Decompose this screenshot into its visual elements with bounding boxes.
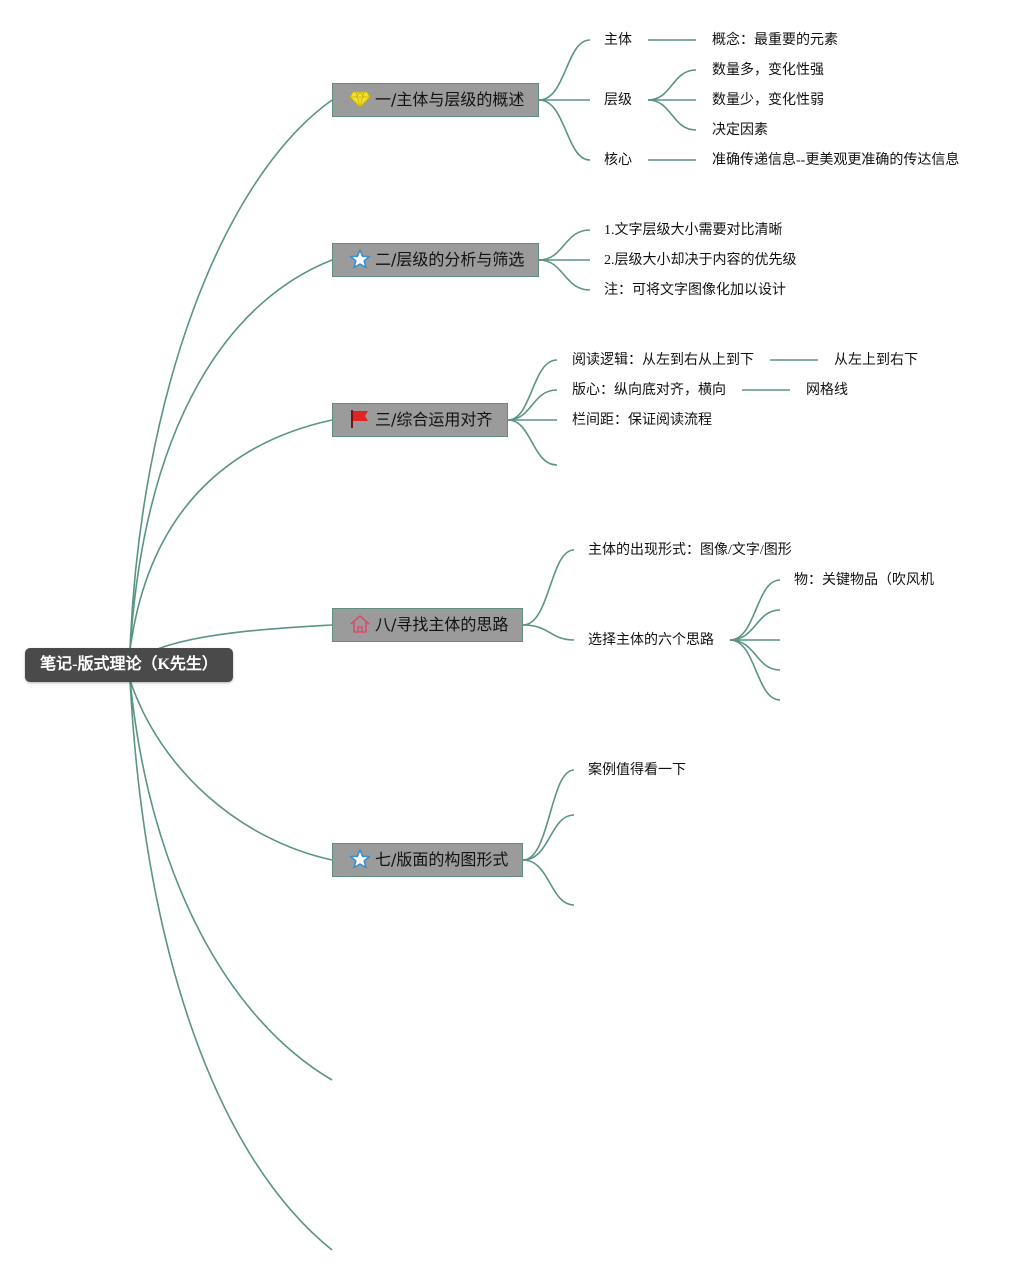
home-icon	[349, 614, 371, 634]
node-six-ideas[interactable]: 选择主体的六个思路	[588, 633, 714, 648]
diamond-icon	[349, 89, 371, 109]
star-icon	[349, 849, 371, 869]
node-gainian[interactable]: 概念：最重要的元素	[712, 33, 838, 48]
node-cengji[interactable]: 层级	[604, 93, 632, 108]
node-cengji-item[interactable]: 数量多，变化性强	[712, 63, 824, 78]
topic-find-subject[interactable]: 八/寻找主体的思路	[332, 608, 523, 642]
topic-overview[interactable]: 一/主体与层级的概述	[332, 83, 539, 117]
node-analysis-item[interactable]: 注：可将文字图像化加以设计	[604, 283, 786, 298]
root-connectors	[129, 99, 333, 1251]
node-lanjianju[interactable]: 栏间距：保证阅读流程	[572, 413, 712, 428]
node-analysis-item[interactable]: 1.文字层级大小需要对比清晰	[604, 223, 783, 238]
topic8-connectors	[522, 549, 781, 701]
topic-alignment[interactable]: 三/综合运用对齐	[332, 403, 508, 437]
topic-label: 三/综合运用对齐	[375, 410, 493, 429]
flag-icon	[349, 409, 371, 429]
topic-label: 二/层级的分析与筛选	[375, 250, 525, 269]
root-node[interactable]: 笔记-版式理论（K先生）	[25, 648, 233, 682]
topic-analysis[interactable]: 二/层级的分析与筛选	[332, 243, 539, 277]
topic7-connectors	[522, 769, 575, 906]
node-yuedu[interactable]: 阅读逻辑：从左到右从上到下	[572, 353, 754, 368]
topic-label: 七/版面的构图形式	[375, 850, 509, 869]
topic1-connectors	[538, 39, 697, 161]
node-case[interactable]: 案例值得看一下	[588, 763, 686, 778]
topic3-connectors	[507, 359, 818, 466]
node-wu[interactable]: 物：关键物品（吹风机	[794, 573, 934, 588]
node-yuedu-detail[interactable]: 从左上到右下	[834, 353, 918, 368]
topic-label: 八/寻找主体的思路	[375, 615, 509, 634]
node-banxin-detail[interactable]: 网格线	[806, 383, 848, 398]
node-cengji-item[interactable]: 数量少，变化性弱	[712, 93, 824, 108]
node-cengji-item[interactable]: 决定因素	[712, 123, 768, 138]
node-zhuti[interactable]: 主体	[604, 33, 632, 48]
node-hexin[interactable]: 核心	[604, 153, 632, 168]
node-hexin-detail[interactable]: 准确传递信息--更美观更准确的传达信息	[712, 153, 960, 168]
node-analysis-item[interactable]: 2.层级大小却决于内容的优先级	[604, 253, 797, 268]
topic-label: 一/主体与层级的概述	[375, 90, 525, 109]
star-icon	[349, 249, 371, 269]
topic-composition[interactable]: 七/版面的构图形式	[332, 843, 523, 877]
topic2-connectors	[538, 229, 591, 291]
node-subject-form[interactable]: 主体的出现形式：图像/文字/图形	[588, 543, 792, 558]
node-banxin[interactable]: 版心：纵向底对齐，横向	[572, 383, 726, 398]
